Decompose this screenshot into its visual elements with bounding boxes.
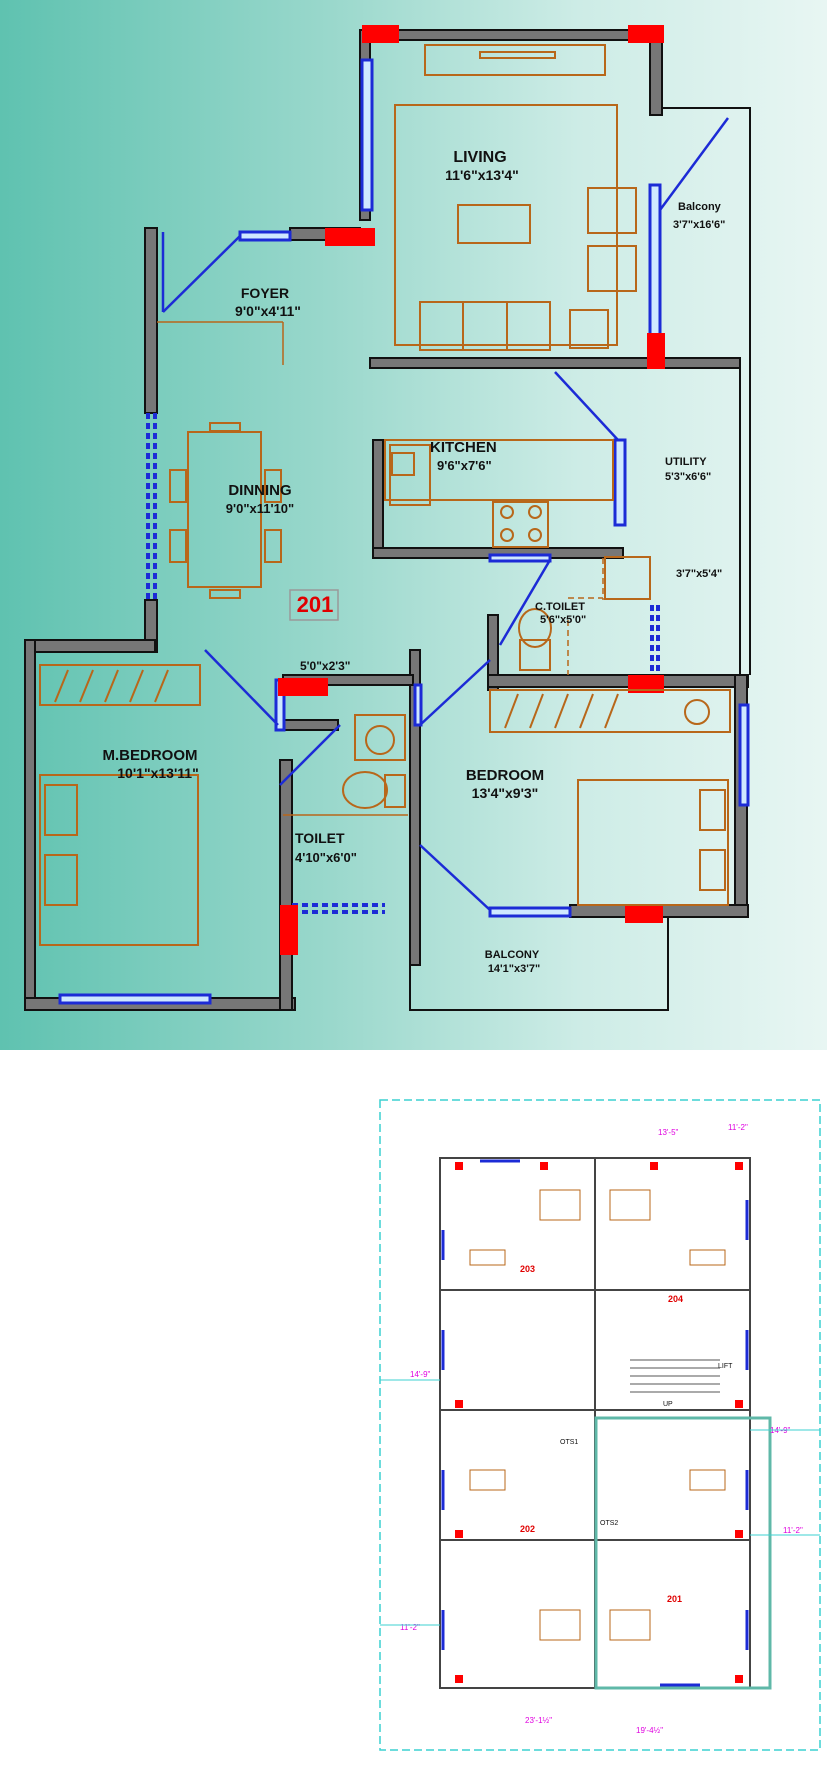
key-plan-furniture xyxy=(469,1189,726,1641)
svg-text:10'1"x13'11": 10'1"x13'11" xyxy=(117,765,198,781)
svg-text:3'7"x16'6": 3'7"x16'6" xyxy=(673,219,725,231)
svg-text:13'4"x9'3": 13'4"x9'3" xyxy=(472,785,539,801)
unit-floor-plan: LIVING 11'6"x13'4" Balcony 3'7"x16'6" FO… xyxy=(24,25,751,1011)
svg-text:Balcony: Balcony xyxy=(678,201,722,213)
svg-text:TOILET: TOILET xyxy=(295,830,345,846)
room-label-balcony-bottom: BALCONY 14'1"x3'7" xyxy=(485,949,540,975)
svg-text:9'0"x11'10": 9'0"x11'10" xyxy=(226,501,294,516)
svg-text:BEDROOM: BEDROOM xyxy=(466,767,544,784)
svg-text:M.BEDROOM: M.BEDROOM xyxy=(103,747,198,764)
svg-text:5'6"x5'0": 5'6"x5'0" xyxy=(540,614,586,626)
svg-text:LIVING: LIVING xyxy=(453,149,506,166)
room-label-kitchen: KITCHEN 9'6"x7'6" xyxy=(430,439,497,473)
svg-text:14'1"x3'7": 14'1"x3'7" xyxy=(488,963,540,975)
svg-text:14'-9": 14'-9" xyxy=(410,1370,431,1379)
walls xyxy=(24,29,749,1011)
svg-text:19'-4½": 19'-4½" xyxy=(636,1726,663,1735)
svg-text:11'-2": 11'-2" xyxy=(400,1623,420,1632)
svg-text:11'6"x13'4": 11'6"x13'4" xyxy=(445,167,519,183)
room-label-m-bedroom: M.BEDROOM 10'1"x13'11" xyxy=(103,747,199,781)
svg-text:BALCONY: BALCONY xyxy=(485,949,540,961)
unit-highlight-box xyxy=(594,1416,772,1690)
room-label-dinning: DINNING 9'0"x11'10" xyxy=(226,482,294,516)
dashed-openings xyxy=(146,413,660,914)
columns xyxy=(278,25,665,955)
svg-text:11'-2": 11'-2" xyxy=(728,1123,748,1132)
room-label-living: LIVING 11'6"x13'4" xyxy=(445,149,519,183)
room-label-balcony-top: Balcony 3'7"x16'6" xyxy=(673,201,725,231)
windows xyxy=(58,58,750,1005)
svg-text:11'-2": 11'-2" xyxy=(783,1526,803,1535)
room-label-bedroom: BEDROOM 13'4"x9'3" xyxy=(466,767,544,801)
room-label-toilet: TOILET 4'10"x6'0" xyxy=(295,830,357,865)
balcony-outlines xyxy=(409,107,751,1011)
svg-text:9'6"x7'6": 9'6"x7'6" xyxy=(437,458,492,473)
svg-text:204: 204 xyxy=(668,1294,683,1304)
site-boundary xyxy=(379,1099,821,1751)
svg-text:13'-5": 13'-5" xyxy=(658,1128,679,1137)
svg-text:203: 203 xyxy=(520,1264,535,1274)
svg-text:9'0"x4'11": 9'0"x4'11" xyxy=(235,303,301,319)
svg-text:OTS2: OTS2 xyxy=(600,1520,618,1527)
svg-text:UP: UP xyxy=(663,1401,673,1408)
furniture-dashed xyxy=(567,558,604,675)
svg-text:23'-1½": 23'-1½" xyxy=(525,1716,552,1725)
room-label-utility: UTILITY 5'3"x6'6" xyxy=(665,456,711,483)
svg-text:LIFT: LIFT xyxy=(718,1363,733,1370)
room-label-c-toilet: C.TOILET 5'6"x5'0" xyxy=(535,601,586,626)
room-label-foyer: FOYER 9'0"x4'11" xyxy=(235,285,301,319)
svg-text:4'10"x6'0": 4'10"x6'0" xyxy=(295,850,357,865)
room-separators xyxy=(157,321,408,816)
svg-text:UTILITY: UTILITY xyxy=(665,456,707,468)
key-plan: 201 202 203 204 LIFT UP OTS1 OTS2 13'-5"… xyxy=(379,1099,821,1751)
svg-text:DINNING: DINNING xyxy=(228,482,291,499)
key-plan-windows xyxy=(441,1159,749,1687)
key-plan-columns xyxy=(455,1162,743,1683)
dimension-passage: 5'0"x2'3" xyxy=(300,659,350,673)
key-plan-dimension-lines xyxy=(380,1379,820,1626)
svg-text:C.TOILET: C.TOILET xyxy=(535,601,585,613)
door-swings xyxy=(161,117,730,911)
floor-plan-panel: LIVING 11'6"x13'4" Balcony 3'7"x16'6" FO… xyxy=(0,0,827,1050)
svg-text:KITCHEN: KITCHEN xyxy=(430,439,497,456)
unit-number-box xyxy=(289,589,339,621)
svg-text:201: 201 xyxy=(667,1594,682,1604)
dimension-c-toilet: 3'7"x5'4" xyxy=(676,568,722,580)
svg-text:FOYER: FOYER xyxy=(241,285,289,301)
svg-text:OTS1: OTS1 xyxy=(560,1439,578,1446)
key-plan-unit-labels: 201 202 203 204 xyxy=(520,1264,683,1604)
svg-text:202: 202 xyxy=(520,1524,535,1534)
svg-text:5'3"x6'6": 5'3"x6'6" xyxy=(665,471,711,483)
key-plan-staircase xyxy=(630,1359,720,1393)
key-plan-markers: LIFT UP OTS1 OTS2 xyxy=(560,1363,733,1527)
furniture xyxy=(39,44,731,946)
unit-number-label: 201 xyxy=(297,592,334,617)
